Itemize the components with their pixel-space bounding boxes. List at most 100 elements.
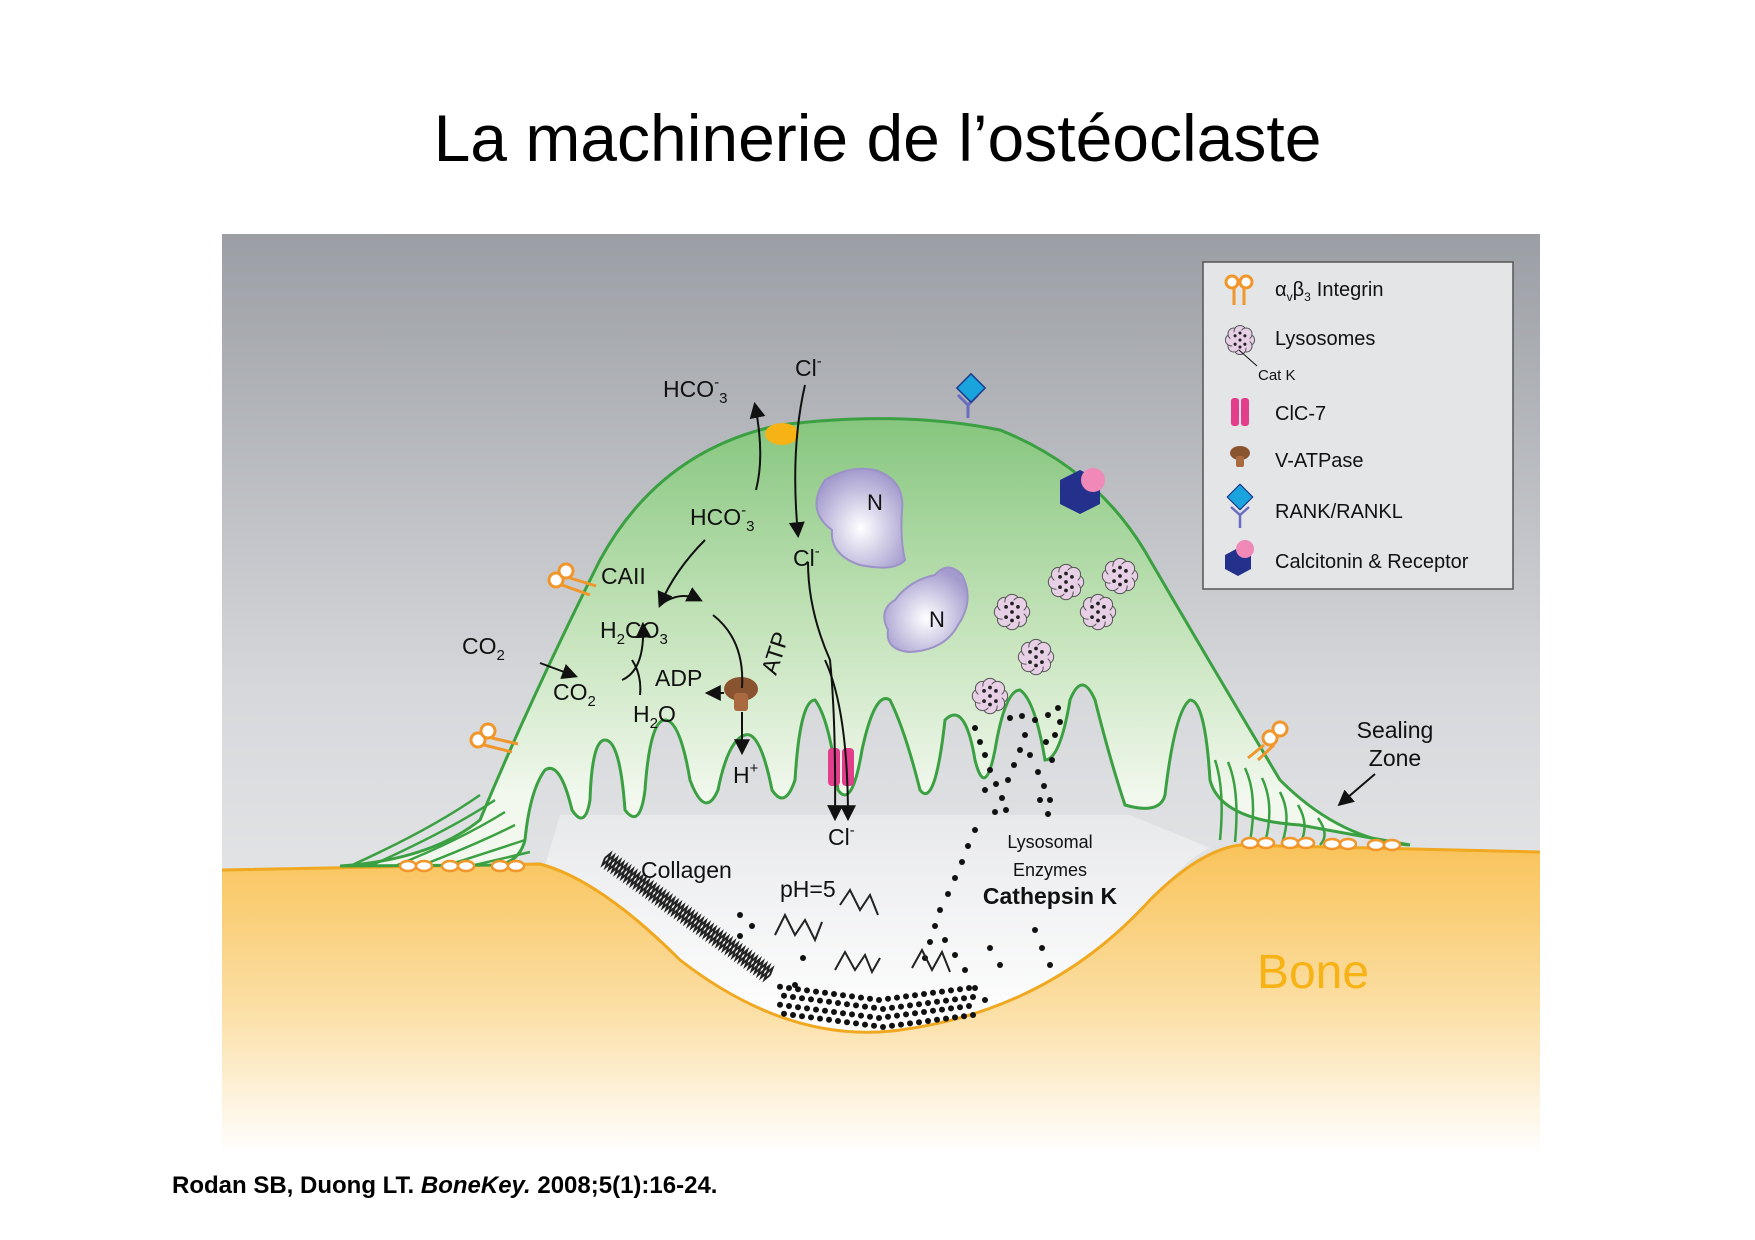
cathepsin-dot <box>942 937 948 943</box>
cathepsin-dot <box>939 1007 945 1013</box>
cathepsin-dot <box>781 993 787 999</box>
cathepsin-dot <box>786 1003 792 1009</box>
cathepsin-dot <box>894 995 900 1001</box>
cathepsin-dot <box>1032 927 1038 933</box>
nucleus-1-label: N <box>867 490 883 515</box>
cathepsin-dot <box>982 787 988 793</box>
cathepsin-dot <box>804 1005 810 1011</box>
cathepsin-dot <box>867 1014 873 1020</box>
cathepsin-dot <box>1019 713 1025 719</box>
cathepsin-dot <box>957 1004 963 1010</box>
cathepsin-dot <box>844 1019 850 1025</box>
cathepsin-dot <box>925 1018 931 1024</box>
cathepsin-dot <box>972 985 978 991</box>
bone-label: Bone <box>1257 946 1369 999</box>
cathepsin-dot <box>822 1008 828 1014</box>
cathepsin-dot <box>987 945 993 951</box>
cathepsin-dot <box>885 996 891 1002</box>
cathepsin-dot <box>822 990 828 996</box>
cathepsin-dot <box>921 991 927 997</box>
cathepsin-dot <box>912 1010 918 1016</box>
cathepsin-dot <box>1057 719 1063 725</box>
cathepsin-dot <box>799 995 805 1001</box>
adp-label: ADP <box>655 665 702 691</box>
cathepsin-dot <box>835 1018 841 1024</box>
cathepsin-dot <box>957 986 963 992</box>
cathepsin-dot <box>813 989 819 995</box>
legend-catk-label: Cat K <box>1258 367 1296 384</box>
cathepsin-k-label: Cathepsin K <box>983 883 1118 909</box>
bicarbonate-exchanger <box>765 423 799 445</box>
sealing-zone-label-2: Zone <box>1369 745 1421 771</box>
collagen-label: Collagen <box>641 857 732 883</box>
cathepsin-dot <box>961 995 967 1001</box>
cathepsin-dot <box>1011 762 1017 768</box>
cathepsin-dot <box>997 962 1003 968</box>
cathepsin-dot <box>831 991 837 997</box>
lysosome-icon <box>1080 594 1115 629</box>
cathepsin-dot <box>889 1005 895 1011</box>
cathepsin-dot <box>849 1011 855 1017</box>
cathepsin-dot <box>1035 769 1041 775</box>
cathepsin-dot <box>907 1002 913 1008</box>
cathepsin-dot <box>952 875 958 881</box>
cathepsin-dot <box>930 990 936 996</box>
cathepsin-dot <box>982 997 988 1003</box>
cathepsin-dot <box>912 992 918 998</box>
cathepsin-dot <box>977 739 983 745</box>
cathepsin-dot <box>790 994 796 1000</box>
cathepsin-dot <box>737 912 743 918</box>
cathepsin-dot <box>934 999 940 1005</box>
cathepsin-dot <box>1049 757 1055 763</box>
cathepsin-dot <box>952 952 958 958</box>
cathepsin-dot <box>817 998 823 1004</box>
cathepsin-dot <box>1005 777 1011 783</box>
cathepsin-dot <box>867 996 873 1002</box>
cathepsin-dot <box>992 809 998 815</box>
cathepsin-dot <box>849 993 855 999</box>
cathepsin-dot <box>790 1012 796 1018</box>
sealing-zone-label-1: Sealing <box>1357 717 1434 743</box>
lysosomal-label: Lysosomal <box>1007 832 1092 852</box>
cathepsin-dot <box>876 1015 882 1021</box>
cathepsin-dot <box>1017 747 1023 753</box>
cathepsin-dot <box>932 923 938 929</box>
cathepsin-dot <box>862 1022 868 1028</box>
cathepsin-dot <box>1045 712 1051 718</box>
enzymes-label: Enzymes <box>1013 860 1087 880</box>
cathepsin-dot <box>925 1000 931 1006</box>
cathepsin-dot <box>777 1002 783 1008</box>
cathepsin-dot <box>898 1022 904 1028</box>
cathepsin-dot <box>962 967 968 973</box>
cathepsin-dot <box>817 1016 823 1022</box>
cathepsin-dot <box>945 891 951 897</box>
lysosome-icon <box>1102 558 1137 593</box>
cathepsin-dot <box>1047 797 1053 803</box>
cathepsin-dot <box>840 992 846 998</box>
cathepsin-dot <box>835 1000 841 1006</box>
cathepsin-dot <box>1052 732 1058 738</box>
nucleus-2-label: N <box>929 607 945 632</box>
cathepsin-dot <box>1047 962 1053 968</box>
cathepsin-dot <box>1007 715 1013 721</box>
lysosome-icon <box>1048 564 1083 599</box>
cathepsin-dot <box>999 795 1005 801</box>
cathepsin-dot <box>948 987 954 993</box>
cathepsin-dot <box>826 1017 832 1023</box>
cathepsin-dot <box>853 1002 859 1008</box>
cathepsin-dot <box>916 1019 922 1025</box>
caii-label: CAII <box>601 563 646 589</box>
cathepsin-dot <box>1045 811 1051 817</box>
cathepsin-dot <box>927 939 933 945</box>
cathepsin-dot <box>781 1011 787 1017</box>
cathepsin-dot <box>952 996 958 1002</box>
cathepsin-dot <box>1041 783 1047 789</box>
cathepsin-dot <box>934 1017 940 1023</box>
cathepsin-dot <box>952 1014 958 1020</box>
cathepsin-dot <box>885 1014 891 1020</box>
cathepsin-dot <box>795 986 801 992</box>
cathepsin-dot <box>844 1001 850 1007</box>
cathepsin-dot <box>903 993 909 999</box>
